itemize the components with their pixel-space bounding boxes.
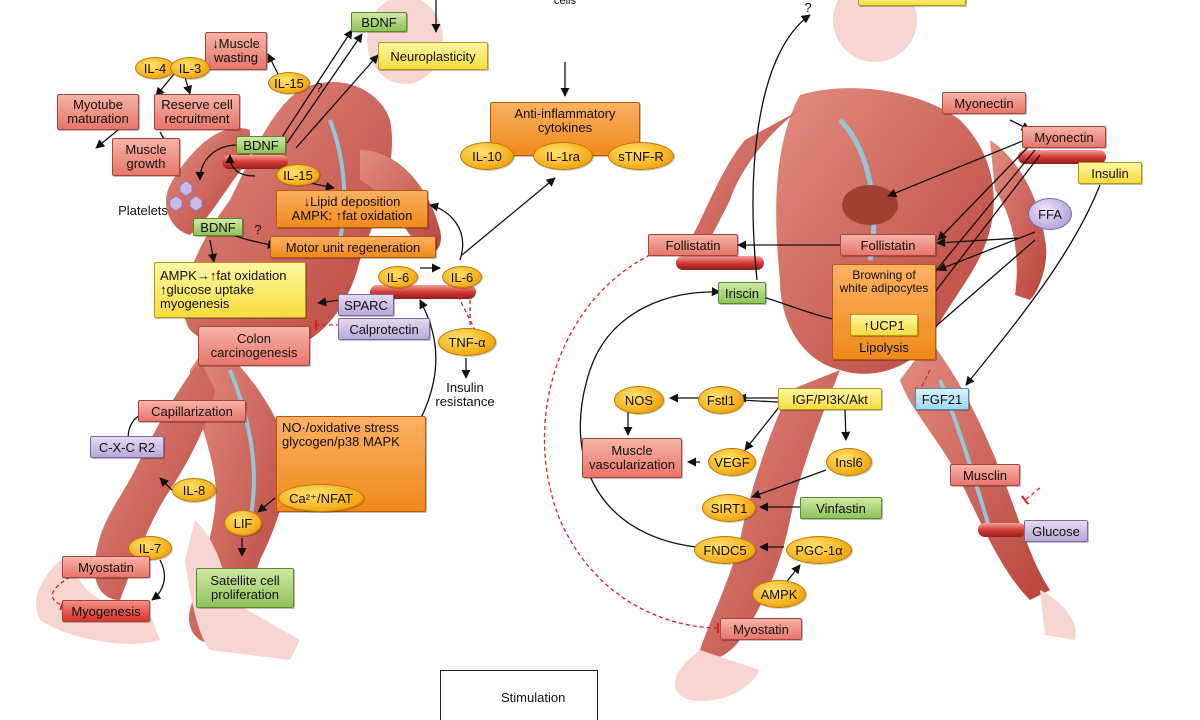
bdnf-mid-box: BDNF (236, 136, 286, 154)
question-mark-2: ? (254, 221, 262, 237)
ucp1-box: ↑UCP1 (850, 314, 918, 336)
follistatin-box-a: Follistatin (648, 234, 738, 256)
legend: Stimulation (440, 670, 598, 720)
il10-oval: IL-10 (460, 142, 514, 170)
iriscin-box: Iriscin (718, 282, 766, 304)
platelets-label: Platelets (118, 202, 168, 218)
nos-oval: NOS (614, 386, 664, 414)
bdnf-top-box: BDNF (351, 12, 407, 32)
cxcr2-box: C-X-C R2 (90, 436, 164, 458)
fstl1-oval: Fstl1 (698, 386, 744, 414)
pgc1a-oval: PGC-1α (786, 536, 852, 564)
il3-oval: IL-3 (170, 57, 210, 79)
neuroplasticity-box: Neuroplasticity (378, 42, 488, 70)
lipolysis-label: Lipolysis (859, 339, 909, 355)
il15-top-oval: IL-15 (268, 72, 310, 94)
insl6-oval: Insl6 (826, 448, 872, 476)
top-yellow-box (858, 0, 966, 6)
fndc5-oval: FNDC5 (694, 536, 756, 564)
glucose-box: Glucose (1024, 520, 1088, 542)
bdnf-low-box: BDNF (193, 218, 243, 236)
myonectin-box-b: Myonectin (1022, 126, 1106, 148)
inhibition-lines (51, 254, 1041, 634)
satellite-cell-box: Satellite cell proliferation (196, 568, 294, 608)
motor-unit-box: Motor unit regeneration (270, 236, 436, 258)
myostatin-left-box: Myostatin (62, 556, 150, 578)
ampk-fat-box: AMPK→↑fat oxidation ↑glucose uptake myog… (154, 262, 306, 318)
follistatin-box-b: Follistatin (840, 234, 936, 256)
muscle-wasting-box: ↓Muscle wasting (205, 32, 267, 70)
muscle-growth-box: Muscle growth (112, 138, 180, 176)
ffa-oval: FFA (1028, 198, 1072, 230)
insulin-box: Insulin (1078, 162, 1142, 184)
il6-oval-a: IL-6 (378, 266, 418, 288)
ca-nfat-oval: Ca²⁺/NFAT (278, 484, 364, 512)
il15-mid-oval: IL-15 (276, 164, 320, 186)
insulin-resistance-label: Insulin resistance (435, 380, 495, 409)
sirt1-oval: SIRT1 (702, 494, 756, 522)
platelet-shapes (169, 180, 203, 212)
fiber-cylinders (222, 150, 1106, 537)
ampk-right-oval: AMPK (752, 580, 806, 608)
cells-label: cells (553, 0, 576, 7)
igf-box: IGF/PI3K/Akt (778, 388, 882, 410)
tnf-oval: TNF-α (438, 328, 496, 356)
sparc-box: SPARC (338, 294, 394, 316)
stnfr-oval: sTNF-R (608, 142, 674, 170)
calprotectin-box: Calprotectin (338, 318, 430, 340)
il6-oval-b: IL-6 (442, 266, 482, 288)
vegf-oval: VEGF (708, 448, 756, 476)
myogenesis-box: Myogenesis (62, 600, 150, 622)
vinfastin-box: Vinfastin (800, 497, 882, 519)
browning-box: Browning of white adipocytes (832, 264, 936, 360)
capillarization-box: Capillarization (138, 400, 246, 422)
myonectin-box-a: Myonectin (942, 92, 1026, 114)
muscle-vascularization-box: Muscle vascularization (582, 438, 682, 478)
fgf21-box: FGF21 (915, 388, 969, 410)
myostatin-right-box: Myostatin (720, 618, 802, 640)
reserve-cell-box: Reserve cell recruitment (154, 94, 240, 130)
myotube-maturation-box: Myotube maturation (57, 94, 139, 130)
question-mark-1: ? (315, 79, 323, 95)
lipid-deposition-box: ↓Lipid deposition AMPK: ↑fat oxidation (276, 190, 428, 228)
legend-stimulation-label: Stimulation (501, 689, 566, 705)
il1ra-oval: IL-1ra (533, 142, 593, 170)
question-mark-right: ? (804, 0, 812, 15)
musclin-box: Musclin (950, 464, 1020, 486)
colon-carcinogenesis-box: Colon carcinogenesis (198, 326, 310, 366)
il8-oval: IL-8 (172, 478, 216, 502)
il4-oval: IL-4 (135, 57, 175, 79)
lif-oval: LIF (224, 510, 262, 536)
